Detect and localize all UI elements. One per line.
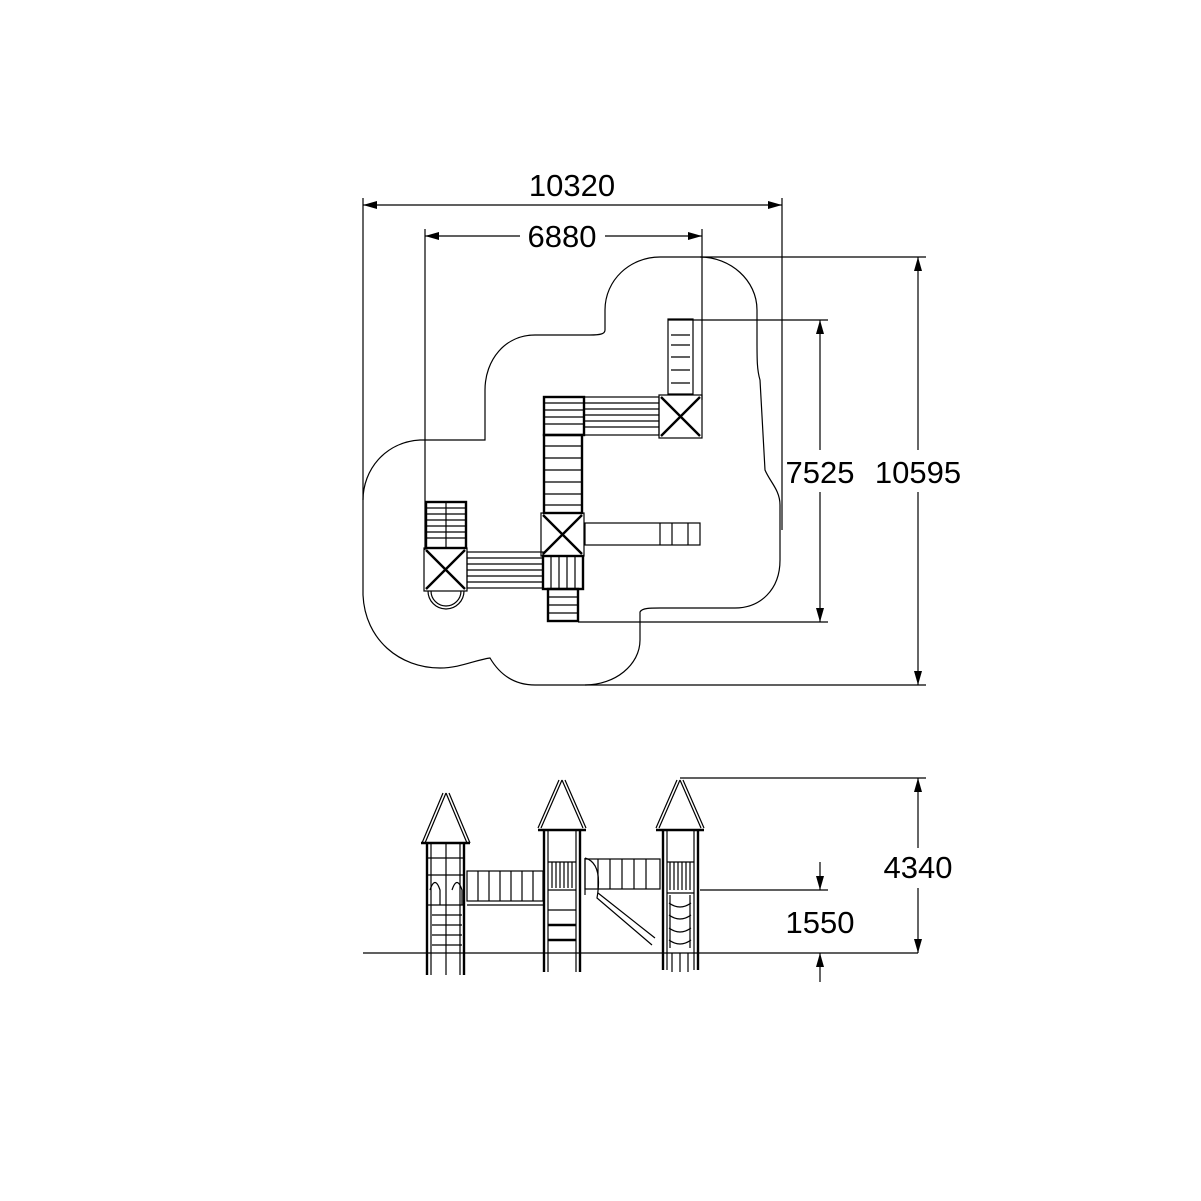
dimension-overall-width: 10320 (362, 168, 783, 530)
dimension-overall-height: 4340 (680, 777, 953, 953)
dimension-label: 6880 (528, 219, 597, 254)
dimension-structure-depth: 7525 (578, 319, 855, 623)
dimension-overall-depth: 10595 (585, 256, 961, 686)
plan-view: 10320 6880 7525 10595 (362, 168, 961, 686)
dimension-label: 1550 (786, 905, 855, 940)
elevation-view: 4340 1550 (363, 777, 953, 982)
dimension-label: 7525 (786, 455, 855, 490)
dimension-label: 10595 (875, 455, 961, 490)
play-structure-elevation (421, 779, 705, 975)
play-structure-plan (423, 318, 703, 623)
dimension-label: 4340 (884, 850, 953, 885)
dimension-structure-width: 6880 (424, 219, 703, 550)
dimension-platform-height: 1550 (700, 862, 854, 982)
safety-zone-outline (362, 256, 781, 686)
dimension-label: 10320 (529, 168, 615, 203)
